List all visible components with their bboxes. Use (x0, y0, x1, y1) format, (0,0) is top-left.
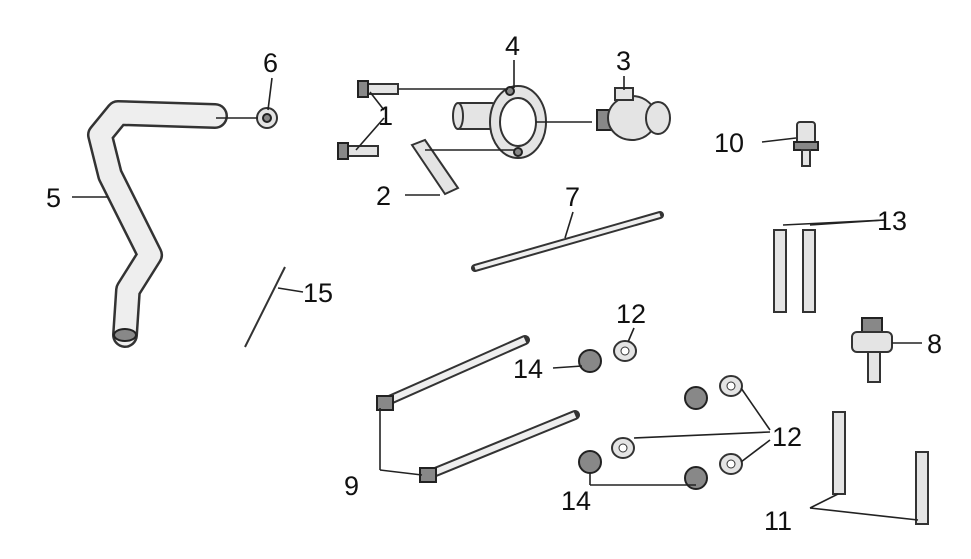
callout-4: 4 (505, 31, 520, 61)
callout-5: 5 (46, 183, 61, 213)
part-6-clamp (256, 107, 278, 129)
part-15-wire (244, 266, 286, 348)
part-8-sensor (851, 317, 893, 383)
callout-2: 2 (376, 181, 391, 211)
part-3-thermostat (596, 87, 671, 141)
part-5-hose (87, 100, 228, 348)
part-10-sensor (793, 121, 819, 167)
callout-3: 3 (616, 46, 631, 76)
callout-12-upper: 12 (616, 299, 646, 329)
callout-14-upper: 14 (513, 354, 543, 384)
part-4-housing (452, 85, 547, 159)
callout-8: 8 (927, 329, 942, 359)
part-7-rod (471, 211, 664, 272)
part-2-plate (410, 138, 460, 196)
callout-14-lower: 14 (561, 486, 591, 516)
callout-9: 9 (344, 471, 359, 501)
callout-13: 13 (877, 206, 907, 236)
callout-11: 11 (764, 506, 792, 536)
part-9-bolts (376, 335, 580, 483)
callout-12-lower: 12 (772, 422, 802, 452)
callout-1: 1 (378, 101, 393, 131)
callout-10: 10 (714, 128, 744, 158)
part-1-bolts (337, 80, 399, 160)
callout-7: 7 (565, 182, 580, 212)
part-11-studs (832, 411, 929, 525)
callout-15: 15 (303, 278, 333, 308)
part-14-nuts (578, 349, 708, 490)
leader-lines (72, 60, 922, 521)
part-13-studs (773, 229, 816, 313)
part-12-washers (611, 340, 743, 475)
callout-6: 6 (263, 48, 278, 78)
